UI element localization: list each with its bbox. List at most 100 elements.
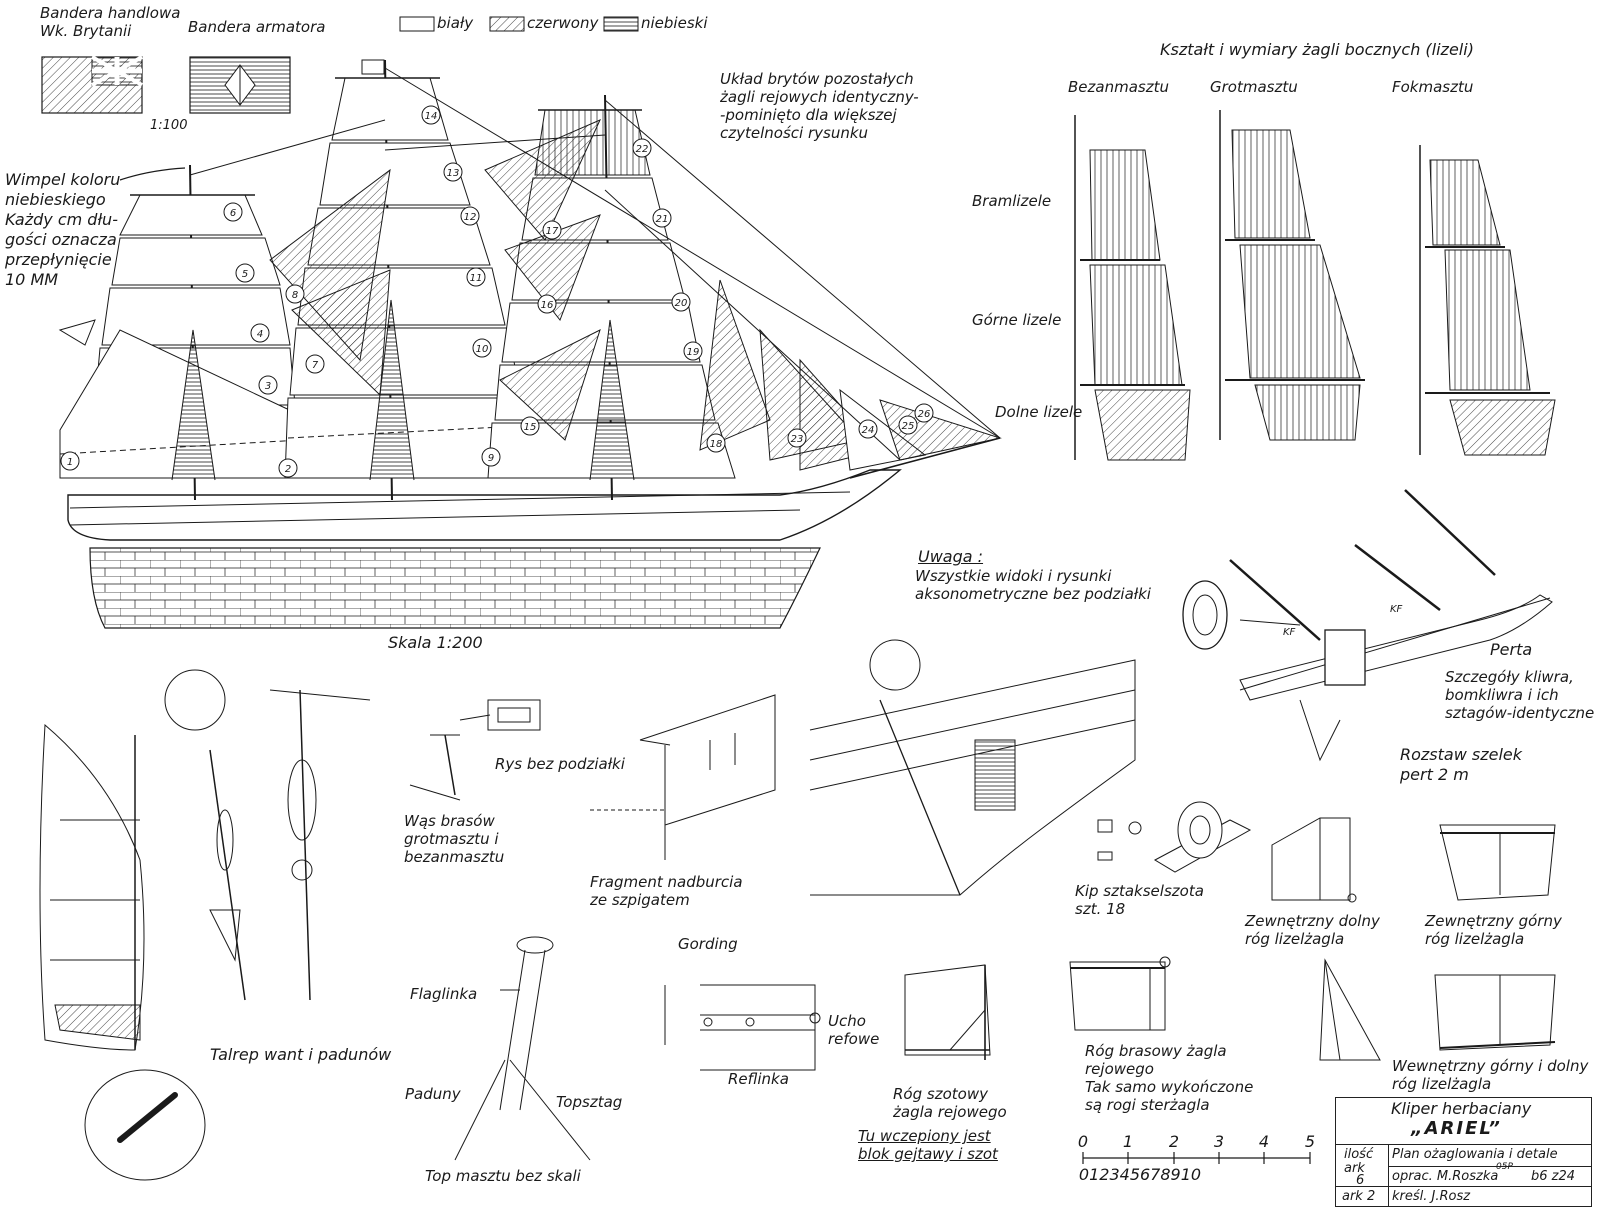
jib-details-label: Szczegóły kliwra, bomkliwra i ich sztagó… — [1445, 668, 1595, 722]
brace-pendant-detail — [409, 699, 541, 801]
sail-number: 6 — [230, 208, 236, 219]
sail-number: 19 — [687, 347, 700, 358]
sail-number: 4 — [257, 329, 263, 340]
sheet-corner-detail — [904, 964, 991, 1060]
elaborated-by: oprac. M.Roszka — [1392, 1169, 1499, 1184]
remark-title: Uwaga : — [918, 547, 984, 566]
kf-mark: KF — [1390, 604, 1403, 615]
legend-red-swatch — [489, 16, 525, 32]
legend-blue-swatch — [603, 16, 639, 32]
no-scale-label: Rys bez podziałki — [495, 755, 625, 773]
title-block: Kliper herbaciany „ARIEL” ilość ark 6 ar… — [1335, 1097, 1592, 1207]
outer-lower-corner-label: Zewnętrzny dolny róg lizelżagla — [1245, 912, 1380, 948]
flag-halyard-label: Flaglinka — [410, 985, 478, 1003]
scale-tick-label: 2 — [1169, 1132, 1179, 1151]
studding-sails-title: Kształt i wymiary żagli bocznych (lizeli… — [1160, 40, 1474, 59]
flags-scale: 1:100 — [150, 118, 188, 133]
sail-number: 5 — [242, 269, 248, 280]
backstays-label: Paduny — [405, 1085, 461, 1103]
sail-number: 2 — [285, 464, 291, 475]
drawn-by: kreśl. J.Rosz — [1392, 1189, 1471, 1204]
drawing-code: 05P — [1496, 1162, 1513, 1172]
scale-tick-label: 4 — [1259, 1132, 1269, 1151]
sail-number: 12 — [464, 212, 477, 223]
scale-bar-labels: 0 1 2 3 4 5 012345678910 — [1078, 1132, 1315, 1184]
sail-number-markers — [60, 105, 934, 478]
scale-tick-label: 1 — [1123, 1132, 1133, 1151]
reef-line-label: Reflinka — [728, 1070, 789, 1088]
main-column-label: Grotmasztu — [1210, 78, 1298, 96]
bow-detail — [809, 639, 1136, 896]
sheet-number: ark 2 — [1342, 1189, 1376, 1204]
sail-number: 23 — [791, 434, 804, 445]
reef-cringle-label: Ucho refowe — [828, 1012, 880, 1048]
sail-number: 20 — [675, 298, 688, 309]
sail-number: 24 — [862, 425, 875, 436]
scale-bar — [1082, 1152, 1311, 1164]
brace-corner-label: Róg brasowy żagla rejowego Tak samo wyko… — [1085, 1042, 1254, 1114]
sail-number: 8 — [292, 290, 298, 301]
sheets-label: ilość ark — [1344, 1147, 1374, 1176]
footrope-spacing-label: Rozstaw szelek pert 2 m — [1400, 745, 1523, 784]
brace-pendant-label: Wąs brasów grotmasztu i bezanmasztu — [404, 812, 505, 866]
legend-white-swatch — [399, 16, 435, 32]
legend-blue-label: niebieski — [641, 14, 708, 32]
inner-corners-label: Wewnętrzny górny i dolny róg lizelżagla — [1392, 1057, 1589, 1093]
lanyard-detail — [39, 669, 371, 1181]
studding-sails-drawing — [1074, 110, 1556, 461]
scale-tick-label: 0 — [1078, 1132, 1088, 1151]
reef-cringle-detail — [664, 984, 821, 1071]
stamp-mark: b6 z24 — [1531, 1169, 1576, 1184]
merchant-flag — [41, 55, 143, 114]
sail-number: 18 — [710, 439, 723, 450]
legend-white-label: biały — [437, 14, 474, 32]
scale-tick-label: 5 — [1305, 1132, 1315, 1151]
sail-number: 17 — [546, 226, 559, 237]
bulwark-detail — [590, 694, 776, 860]
sail-number: 14 — [425, 111, 438, 122]
buntline-label: Gording — [678, 935, 738, 953]
staysail-sheet-label: Kip sztakselszota szt. 18 — [1075, 882, 1204, 918]
owner-flag — [189, 56, 291, 114]
sail-number: 21 — [656, 214, 669, 225]
scale-tick-label: 3 — [1214, 1132, 1224, 1151]
brace-corner-detail — [1069, 956, 1171, 1031]
sail-number: 1 — [67, 457, 73, 468]
sail-number: 3 — [265, 381, 271, 392]
pennant-note: Wimpel koloru niebieskiego Każdy cm dłu-… — [5, 170, 121, 289]
merchant-flag-label: Bandera handlowa Wk. Brytanii — [40, 4, 181, 40]
sail-number: 16 — [541, 300, 554, 311]
sail-number: 26 — [918, 409, 931, 420]
sail-number: 10 — [476, 344, 489, 355]
jib-boom-detail — [1182, 489, 1553, 762]
ship-sail-plan — [58, 59, 1002, 629]
kf-mark: KF — [1283, 627, 1296, 638]
bulwark-label: Fragment nadburcia ze szpigatem — [590, 873, 743, 909]
ship-name: „ARIEL” — [1411, 1118, 1502, 1139]
sheets-count: 6 — [1356, 1173, 1365, 1188]
sail-number: 15 — [524, 422, 537, 433]
owner-flag-label: Bandera armatora — [188, 18, 326, 36]
outer-upper-corner-label: Zewnętrzny górny róg lizelżagla — [1425, 912, 1562, 948]
mizzen-column-label: Bezanmasztu — [1068, 78, 1169, 96]
sail-number: 11 — [470, 273, 483, 284]
top-row-label: Górne lizele — [972, 311, 1062, 329]
remark-body: Wszystkie widoki i rysunki aksonometrycz… — [915, 567, 1151, 603]
royal-row-label: Bramlizele — [972, 192, 1052, 210]
topstay-label: Topsztag — [556, 1093, 623, 1111]
legend-red-label: czerwony — [527, 14, 599, 32]
sail-number-labels: 1 2 3 4 5 6 7 8 9 10 11 12 13 14 15 16 1… — [67, 111, 931, 475]
staysail-sheet-lead-detail — [1097, 801, 1252, 873]
lower-row-label: Dolne lizele — [995, 403, 1083, 421]
omitted-lines-note: Układ brytów pozostałych żagli rejowych … — [720, 70, 919, 142]
sail-number: 13 — [447, 168, 460, 179]
sail-number: 25 — [902, 421, 915, 432]
sail-number: 9 — [488, 453, 494, 464]
sheet-block-label: Tu wczepiony jest blok gejtawy i szot — [858, 1127, 998, 1163]
sheet-corner-label: Róg szotowy żagla rejowego — [893, 1085, 1007, 1121]
main-scale-label: Skala 1:200 — [388, 633, 483, 652]
scale-minor-label: 012345678910 — [1079, 1165, 1201, 1184]
masthead-label: Top masztu bez skali — [425, 1167, 581, 1185]
perta-label: Perta — [1490, 640, 1533, 659]
